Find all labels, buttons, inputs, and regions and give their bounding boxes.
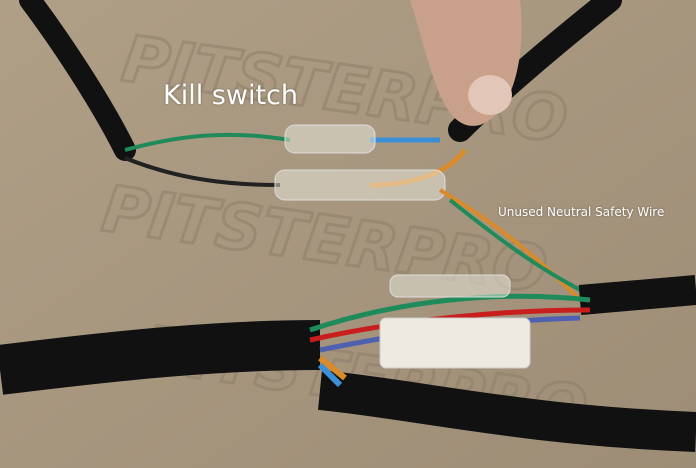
upper-left-cable [19,0,136,161]
green-wire [124,132,291,152]
right-harness-cable [578,275,696,315]
connector-sleeve-bottom [274,169,446,201]
green-harness-wire [309,293,591,333]
neutral-safety-wire [438,188,582,302]
black-wire [124,156,281,187]
orange-stub [318,355,347,381]
kill-switch-label: Kill switch [163,80,298,111]
blue-stub [317,362,343,388]
main-harness-cable [0,320,321,395]
green-wire-lower [448,198,591,297]
lower-harness-cable [318,370,696,452]
fingernail [468,75,512,115]
unused-wire-label: Unused Neutral Safety Wire [498,205,665,219]
connector-sleeve-top [284,124,376,154]
white-connector [379,317,531,369]
butt-connector [389,274,511,298]
